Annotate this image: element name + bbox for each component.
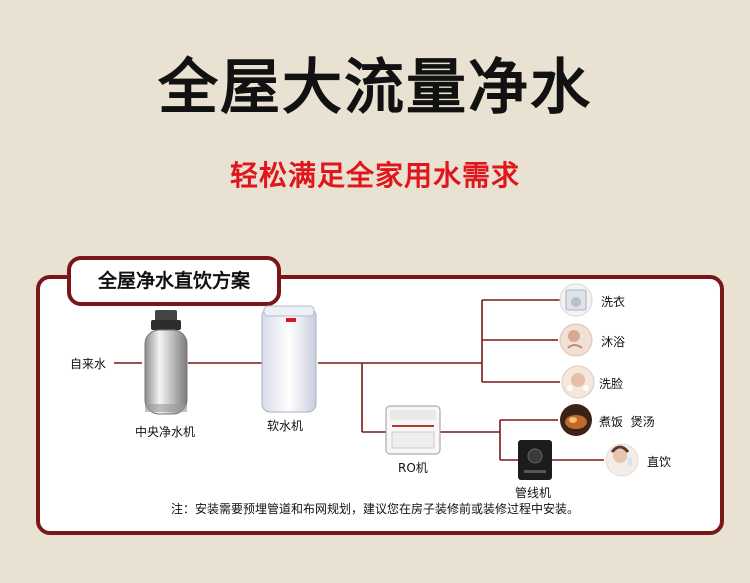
- pipe-lines: [114, 299, 604, 461]
- ro-machine-icon: [385, 405, 441, 455]
- panel-tag: 全屋净水直饮方案: [67, 256, 281, 306]
- shower-icon: [559, 323, 593, 357]
- softener-icon: [261, 305, 317, 413]
- ro-label: RO机: [398, 461, 428, 475]
- page-subtitle: 轻松满足全家用水需求: [229, 159, 520, 192]
- washing-machine-icon: [559, 283, 593, 317]
- pipeline-label: 管线机: [515, 486, 552, 500]
- pipeline-machine-icon: [518, 440, 552, 480]
- outlet-cooking-label: 煮饭 煲汤: [599, 415, 655, 429]
- central-purifier-label: 中央净水机: [135, 425, 196, 439]
- cooking-icon: [560, 404, 592, 436]
- outlet-drinking-label: 直饮: [647, 455, 672, 469]
- installation-note: 注：安装需要预埋管道和布网规划，建议您在房子装修前或装修过程中安装。: [170, 502, 579, 516]
- outlet-shower-label: 沐浴: [601, 335, 626, 349]
- outlet-face-label: 洗脸: [599, 377, 624, 391]
- softener-label: 软水机: [267, 419, 304, 433]
- inlet-label: 自来水: [70, 357, 107, 371]
- face-wash-icon: [561, 365, 595, 399]
- page-title: 全屋大流量净水: [158, 53, 592, 123]
- central-purifier-icon: [144, 310, 188, 415]
- outlet-laundry-label: 洗衣: [601, 295, 626, 309]
- drinking-icon: [605, 443, 639, 477]
